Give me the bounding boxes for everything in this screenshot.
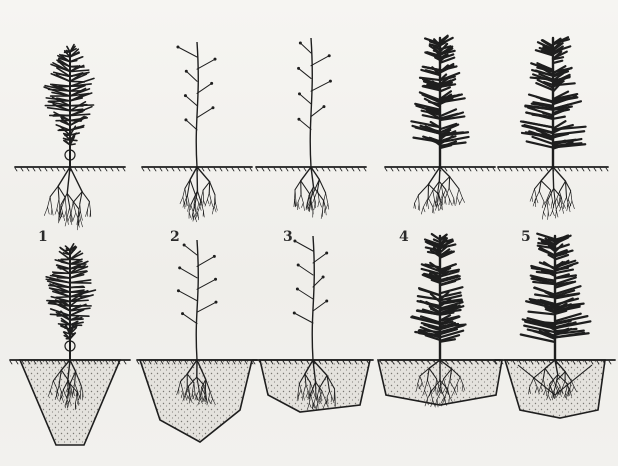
label-3: 3 xyxy=(283,229,293,245)
roots-top-5 xyxy=(530,167,574,220)
label-5: 5 xyxy=(521,229,531,245)
top-row-plants xyxy=(15,36,608,230)
plant-top-1 xyxy=(44,45,94,167)
plant-top-2 xyxy=(176,42,216,167)
plant-bottom-5 xyxy=(521,234,591,360)
roots-top-1 xyxy=(44,167,91,230)
roots-top-2 xyxy=(180,167,217,222)
plant-top-3 xyxy=(297,38,332,167)
planting-pit-2 xyxy=(140,360,252,442)
plant-bottom-2 xyxy=(177,240,218,360)
planting-pit-3 xyxy=(260,360,370,412)
bottom-row-planting-pits xyxy=(10,234,615,445)
label-1: 1 xyxy=(38,229,48,245)
plant-bottom-4 xyxy=(411,234,465,360)
plant-bottom-3 xyxy=(293,236,328,360)
roots-top-3 xyxy=(294,167,329,219)
plant-top-4 xyxy=(411,36,468,167)
roots-top-4 xyxy=(414,167,465,214)
label-2: 2 xyxy=(170,229,180,245)
label-4: 4 xyxy=(399,229,409,245)
plant-top-5 xyxy=(521,37,586,167)
plant-bottom-1 xyxy=(46,244,95,360)
